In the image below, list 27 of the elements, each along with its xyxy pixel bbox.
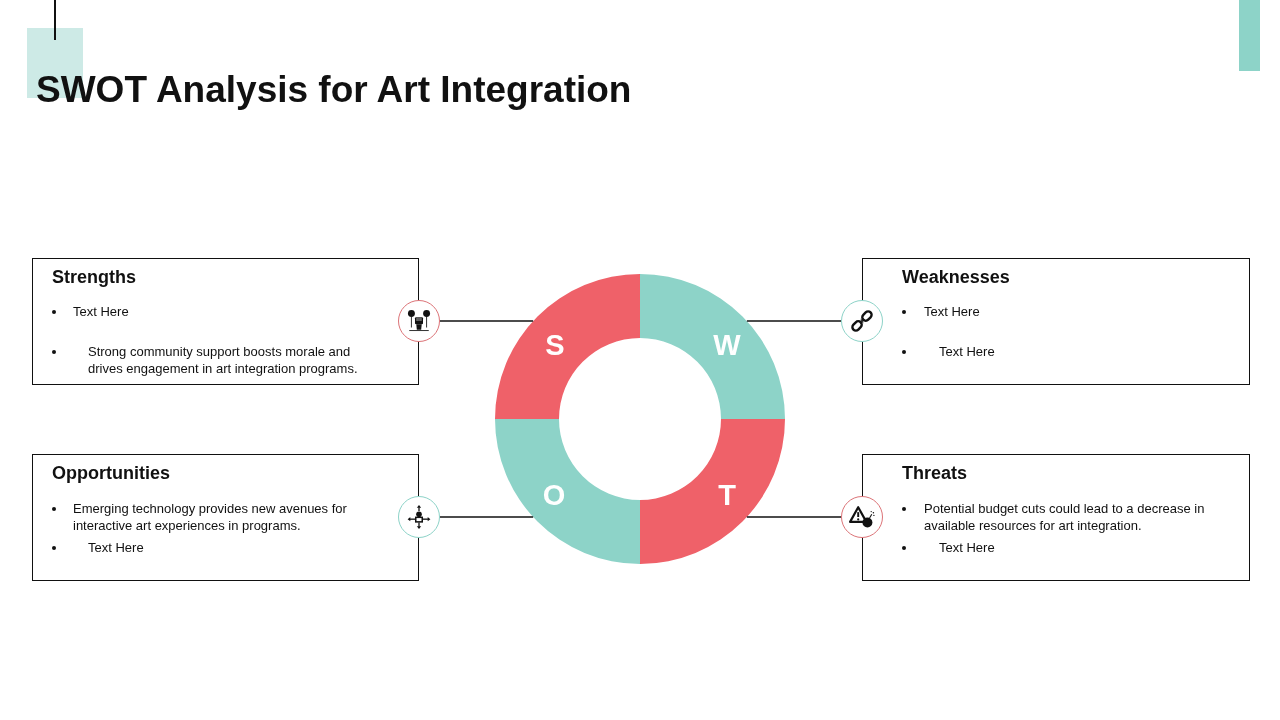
card-heading: Threats xyxy=(902,463,968,484)
bullet-text: Text Here xyxy=(939,343,996,360)
segment-letter: S xyxy=(545,330,565,360)
swot-card xyxy=(32,454,419,581)
bullet-text: Text Here xyxy=(924,303,981,320)
bullet-text: Text Here xyxy=(73,303,130,320)
warning-bomb-icon xyxy=(841,496,883,538)
bullet-text: Emerging technology provides new avenues for interactive art experiences in programs. xyxy=(73,500,348,534)
segment-letter: T xyxy=(718,480,736,510)
bullet-text: Text Here xyxy=(88,539,145,556)
broken-chain-icon xyxy=(841,300,883,342)
swot-card xyxy=(862,454,1250,581)
segment-letter: W xyxy=(713,330,741,360)
connector-line xyxy=(438,320,534,322)
card-heading: Strengths xyxy=(52,267,136,288)
connector-line xyxy=(438,516,534,518)
swot-card xyxy=(32,258,419,385)
bullet-text: Strong community support boosts morale and drives engagement in art integration programs. xyxy=(88,343,359,377)
bullet-text: Potential budget cuts could lead to a decrease in available resources for art integration. xyxy=(924,500,1206,534)
segment-letter: O xyxy=(542,480,566,510)
connector-line xyxy=(746,516,842,518)
slide-title: SWOT Analysis for Art Integration xyxy=(36,69,632,111)
card-heading: Opportunities xyxy=(52,463,170,484)
bullet-text: Text Here xyxy=(939,539,996,556)
connector-line xyxy=(746,320,842,322)
card-heading: Weaknesses xyxy=(902,267,1010,288)
swot-card xyxy=(862,258,1250,385)
